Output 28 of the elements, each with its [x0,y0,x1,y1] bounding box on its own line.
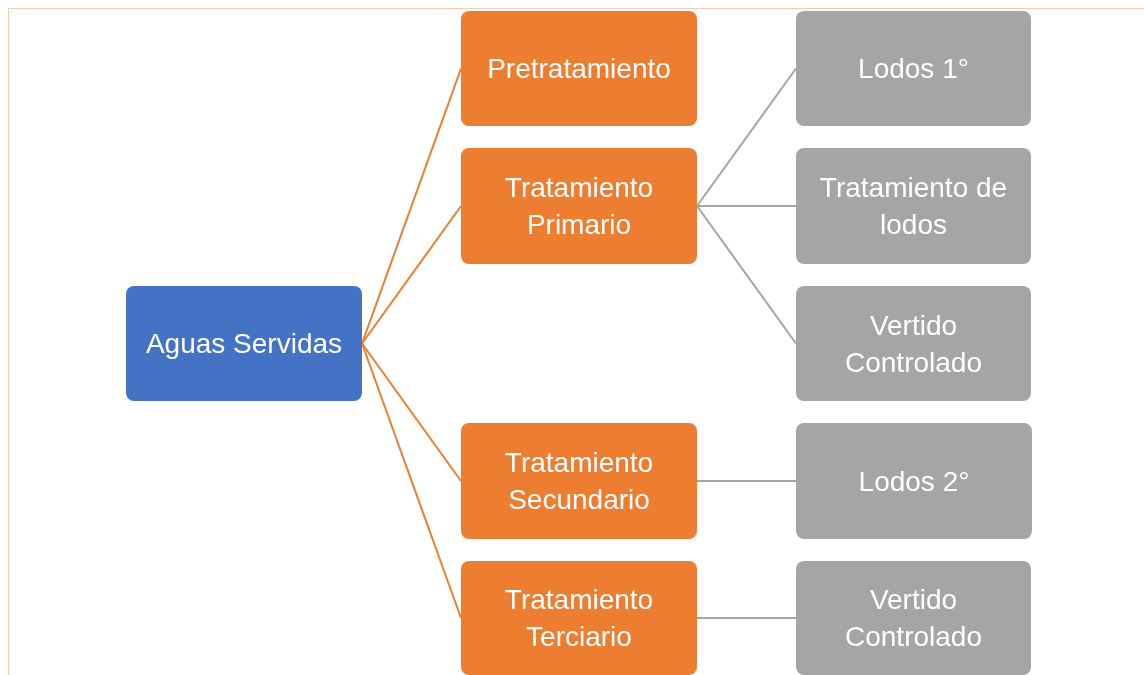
output-box [796,423,1032,539]
box-label: Vertido Controlado [844,308,983,380]
connector-line [696,205,797,207]
stage-box [461,561,697,675]
stage-box [461,11,697,126]
connector-line [361,342,462,619]
box-label: Lodos 2° [858,464,970,499]
box-label: Lodos 1° [858,52,969,86]
box-label: Aguas Servidas [145,327,343,361]
output-box [796,148,1031,264]
output-box [796,561,1031,675]
box-label: Tratamiento de lodos [818,171,1009,242]
box-label: Tratamiento Terciario [503,583,655,654]
box-label: Pretratamiento [487,52,671,86]
box-label: Tratamiento Primario [503,171,655,242]
output-box [796,11,1031,126]
connector-line [696,480,797,482]
box-label: Tratamiento Secundario [503,446,655,517]
stage-box [461,423,697,539]
connector-line [361,205,462,345]
stage-box [461,148,697,264]
connector-line [696,617,797,619]
connector-line [696,67,797,207]
root-box [126,286,362,401]
connector-line [361,342,462,482]
box-label: Vertido Controlado [844,583,983,654]
output-box [796,286,1031,401]
connector-line [696,205,797,345]
